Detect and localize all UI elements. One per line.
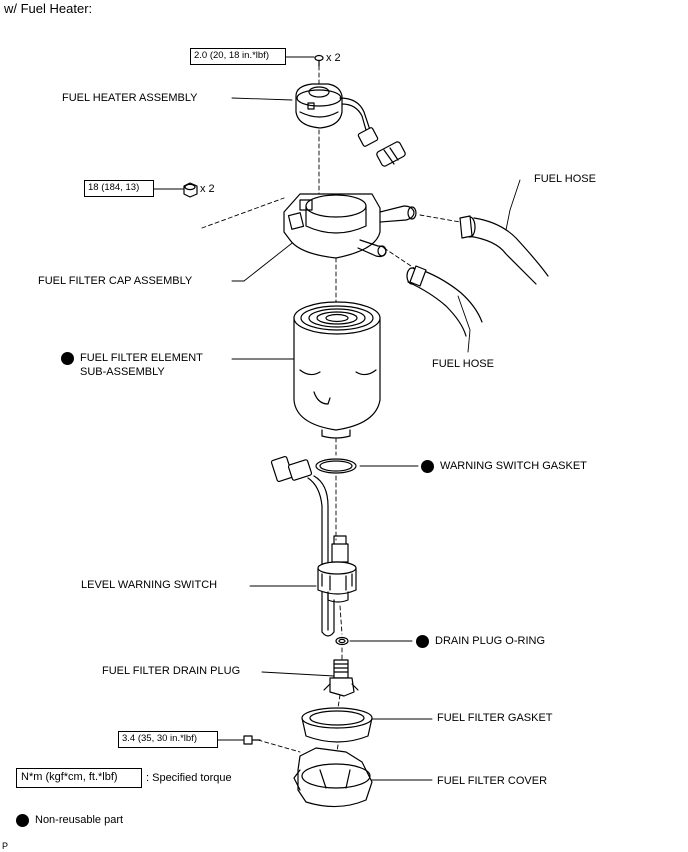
label-fuel-filter-element-line2: SUB-ASSEMBLY [80, 366, 165, 378]
level-warning-switch-drawing [270, 455, 357, 637]
torque-box-cover-bolt: 3.4 (35, 30 in.*lbf) [118, 731, 218, 748]
quantity-cap-nut: x 2 [200, 183, 215, 195]
cover-bolt-drawing [243, 735, 261, 745]
label-fuel-filter-drain-plug: FUEL FILTER DRAIN PLUG [102, 665, 241, 677]
leader-lines [153, 56, 521, 781]
drain-plug-o-ring-drawing [335, 636, 349, 646]
non-reusable-mark-o-ring [416, 635, 429, 648]
drain-plug-drawing [323, 659, 359, 697]
legend-torque-unit-box: N*m (kgf*cm, ft.*lbf) [16, 768, 142, 788]
label-fuel-hose-lower: FUEL HOSE [432, 358, 494, 370]
label-fuel-heater-assembly: FUEL HEATER ASSEMBLY [62, 92, 198, 104]
heater-screw-drawing [314, 54, 324, 67]
corner-code: P [2, 841, 9, 851]
legend-non-reusable-icon [16, 814, 29, 827]
legend-non-reusable-text: Non-reusable part [35, 814, 124, 826]
label-fuel-filter-gasket: FUEL FILTER GASKET [437, 712, 553, 724]
fuel-heater-drawing [295, 83, 406, 167]
torque-box-cap-nut: 18 (184, 13) [84, 180, 154, 197]
label-level-warning-switch: LEVEL WARNING SWITCH [81, 579, 218, 591]
non-reusable-mark-gasket [421, 460, 434, 473]
legend-torque-description: : Specified torque [146, 772, 232, 784]
fuel-filter-gasket-drawing [301, 707, 373, 743]
filter-element-drawing [293, 301, 381, 439]
torque-box-heater-screw: 2.0 (20, 18 in.*lbf) [190, 48, 286, 65]
warning-switch-gasket-drawing [315, 458, 357, 474]
label-fuel-filter-element-line1: FUEL FILTER ELEMENT [80, 352, 203, 364]
label-warning-switch-gasket: WARNING SWITCH GASKET [440, 460, 587, 472]
label-drain-plug-o-ring: DRAIN PLUG O-RING [435, 635, 546, 647]
page-header: w/ Fuel Heater: [4, 1, 93, 16]
label-fuel-filter-cap-assembly: FUEL FILTER CAP ASSEMBLY [38, 275, 193, 287]
cap-nut-drawing [183, 182, 198, 198]
non-reusable-mark-element [61, 352, 74, 365]
label-fuel-hose-upper: FUEL HOSE [534, 173, 596, 185]
quantity-heater-screw: x 2 [326, 52, 341, 64]
filter-cap-drawing [283, 193, 417, 259]
label-fuel-filter-cover: FUEL FILTER COVER [437, 775, 548, 787]
fuel-filter-cover-drawing [293, 747, 373, 808]
fuel-hose-lower-drawing [406, 265, 483, 337]
fuel-hose-upper-drawing [459, 215, 549, 285]
